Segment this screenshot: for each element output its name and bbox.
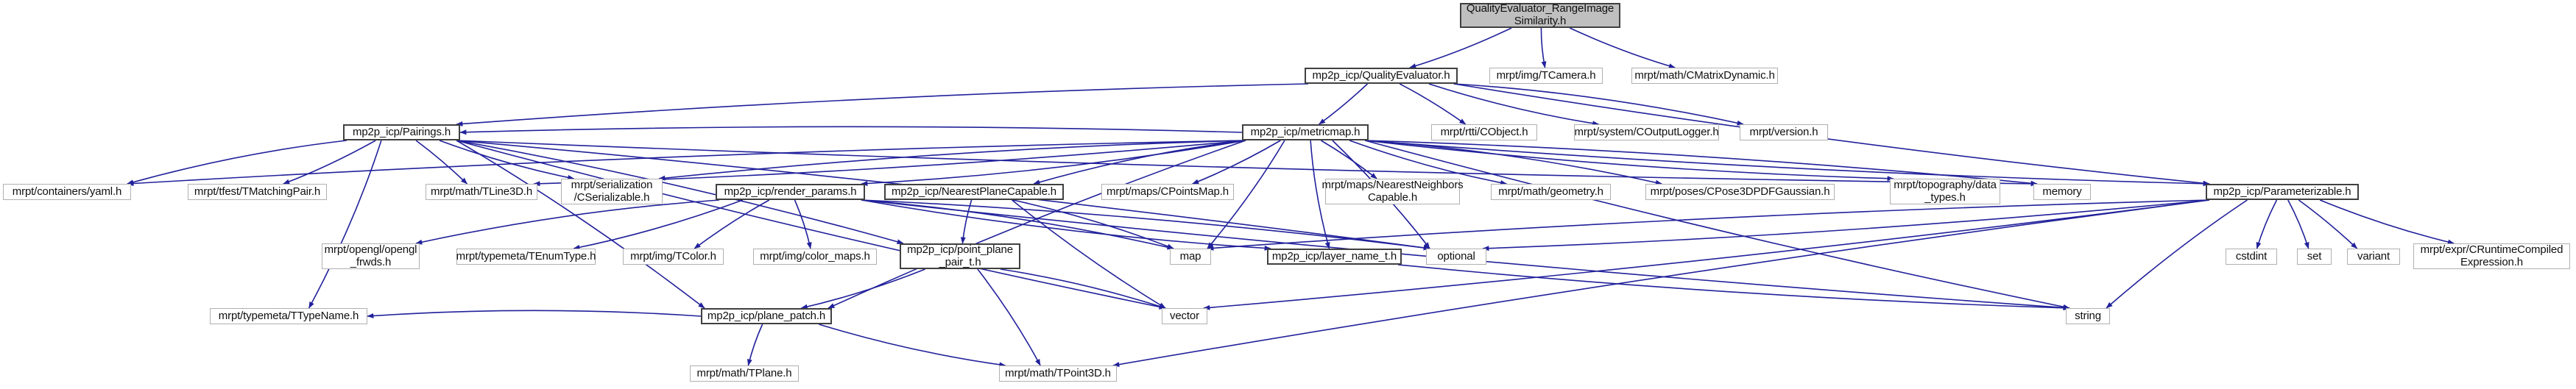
graph-node-cserializable[interactable]: mrpt/serialization /CSerializable.h (561, 179, 663, 204)
edge-metricmap-to-yaml (127, 140, 1246, 186)
graph-node-geometry[interactable]: mrpt/math/geometry.h (1491, 184, 1611, 200)
edge-render_params-to-color_maps (794, 199, 812, 249)
edge-metricmap-to-memory (1364, 140, 2038, 186)
edge-parameterizable-to-set (2287, 199, 2309, 249)
graph-node-planepatch[interactable]: mp2p_icp/plane_patch.h (701, 308, 832, 324)
graph-node-cpose3dpdfg[interactable]: mrpt/poses/CPose3DPDFGaussian.h (1645, 184, 1835, 200)
edge-metricmap-to-parameterizable (1364, 140, 2210, 187)
edge-metricmap-to-nearestneighbor (1320, 140, 1377, 179)
graph-node-cruntimeexpr[interactable]: mrpt/expr/CRuntimeCompiled Expression.h (2413, 243, 2570, 269)
edge-qualityeval-to-pairings (456, 83, 1309, 126)
graph-node-qualityeval[interactable]: mp2p_icp/QualityEvaluator.h (1305, 68, 1458, 84)
edge-nearestplane-to-pointplane (960, 199, 973, 244)
edge-nearestplane-to-vector (1011, 199, 1166, 309)
graph-node-tenumtype[interactable]: mrpt/typemeta/TEnumType.h (456, 249, 596, 265)
edge-metricmap-to-cpose3dpdfg (1364, 140, 1662, 185)
graph-node-root[interactable]: QualityEvaluator_RangeImage Similarity.h (1460, 2, 1620, 28)
edge-parameterizable-to-optional (1482, 199, 2210, 251)
edge-parameterizable-to-cruntimeexpr (2319, 199, 2455, 245)
graph-node-cmatrixdyn[interactable]: mrpt/math/CMatrixDynamic.h (1631, 68, 1778, 84)
edge-parameterizable-to-tpoint3d (1112, 199, 2210, 368)
edge-pairings-to-ttypename (308, 140, 382, 309)
graph-node-memory[interactable]: memory (2033, 184, 2091, 200)
graph-node-metricmap[interactable]: mp2p_icp/metricmap.h (1242, 124, 1369, 140)
edge-metricmap-to-tline3d (533, 140, 1246, 187)
graph-node-ttypename[interactable]: mrpt/typemeta/TTypeName.h (210, 308, 367, 324)
graph-node-coutputlogger[interactable]: mrpt/system/COutputLogger.h (1574, 124, 1719, 140)
graph-node-cpointsmap[interactable]: mrpt/maps/CPointsMap.h (1101, 184, 1234, 200)
edge-pairings-to-vector (456, 140, 1166, 310)
edge-root-to-cmatrixdyn (1569, 27, 1676, 69)
graph-node-openglfrwds[interactable]: mrpt/opengl/opengl _frwds.h (322, 243, 420, 269)
edge-parameterizable-to-cstdint (2256, 199, 2278, 249)
graph-node-yaml[interactable]: mrpt/containers/yaml.h (3, 184, 131, 200)
graph-node-parameterizable[interactable]: mp2p_icp/Parameterizable.h (2206, 184, 2359, 200)
edge-parameterizable-to-map (1207, 199, 2210, 251)
graph-node-color_maps[interactable]: mrpt/img/color_maps.h (753, 249, 877, 265)
edge-qualityeval-to-metricmap (1319, 83, 1369, 125)
graph-node-cstdint[interactable]: cstdint (2226, 249, 2277, 265)
edge-pointplane-to-tpoint3d (977, 268, 1041, 366)
graph-node-layername[interactable]: mp2p_icp/layer_name_t.h (1267, 249, 1402, 265)
edge-root-to-qualityeval (1409, 27, 1512, 68)
edge-metricmap-to-geometry (1349, 140, 1508, 185)
graph-node-pairings[interactable]: mp2p_icp/Pairings.h (343, 124, 460, 140)
edge-planepatch-to-ttypename (367, 310, 702, 318)
graph-node-topodata[interactable]: mrpt/topography/data _types.h (1890, 179, 2000, 204)
edge-render_params-to-optional (861, 199, 1430, 251)
edge-metricmap-to-string (1364, 140, 2070, 310)
graph-node-cobject[interactable]: mrpt/rtti/CObject.h (1431, 124, 1537, 140)
edge-pairings-to-yaml (127, 140, 347, 185)
edge-pairings-to-tmatchingpair (283, 140, 376, 185)
graph-node-nearestneighbor[interactable]: mrpt/maps/NearestNeighbors Capable.h (1321, 178, 1464, 204)
graph-node-optional[interactable]: optional (1426, 249, 1486, 265)
edge-render_params-to-openglfrwds (415, 199, 720, 245)
edge-root-to-tcamera (1540, 27, 1547, 68)
edge-render_params-to-tenumtype (573, 199, 744, 250)
edge-pairings-to-memory (456, 140, 2038, 187)
edge-metricmap-to-render_params (861, 140, 1246, 187)
edge-planepatch-to-tpoint3d (819, 324, 1006, 368)
edge-parameterizable-to-variant (2298, 199, 2358, 249)
edge-qualityeval-to-coutputlogger (1428, 83, 1600, 126)
edge-nearestplane-to-map (1012, 199, 1174, 249)
graph-node-render_params[interactable]: mp2p_icp/render_params.h (716, 184, 865, 200)
edge-qualityeval-to-parameterizable (1453, 83, 2210, 186)
edge-metricmap-to-topodata (1364, 140, 1894, 182)
graph-node-tline3d[interactable]: mrpt/math/TLine3D.h (426, 184, 537, 200)
edge-pairings-to-tline3d (415, 140, 468, 185)
graph-node-set[interactable]: set (2297, 249, 2332, 265)
graph-node-variant[interactable]: variant (2347, 249, 2400, 265)
edge-metricmap-to-pairings (459, 126, 1243, 135)
edge-qualityeval-to-version (1453, 83, 1744, 126)
edge-pairings-to-planepatch (456, 140, 705, 309)
edge-metricmap-to-cserializable (658, 140, 1246, 181)
graph-node-version[interactable]: mrpt/version.h (1740, 124, 1828, 140)
edge-metricmap-to-nearestplane (1033, 140, 1246, 185)
graph-node-nearestplane[interactable]: mp2p_icp/NearestPlaneCapable.h (884, 184, 1064, 200)
graph-node-tcamera[interactable]: mrpt/img/TCamera.h (1489, 68, 1603, 84)
edge-pairings-to-cserializable (439, 140, 575, 180)
edge-metricmap-to-planepatch (828, 140, 1246, 309)
graph-node-tplane[interactable]: mrpt/math/TPlane.h (690, 365, 799, 382)
graph-node-tmatchingpair[interactable]: mrpt/tfest/TMatchingPair.h (188, 184, 327, 200)
graph-node-vector[interactable]: vector (1162, 308, 1207, 324)
edge-qualityeval-to-cobject (1399, 83, 1467, 125)
edge-render_params-to-map (861, 199, 1174, 250)
edge-pointplane-to-vector (1000, 268, 1166, 309)
edge-metricmap-to-cpointsmap (1192, 140, 1281, 185)
edge-pointplane-to-planepatch (800, 268, 925, 310)
edge-render_params-to-layername (861, 199, 1271, 251)
graph-node-pointplane[interactable]: mp2p_icp/point_plane _pair_t.h (900, 243, 1020, 269)
edge-render_params-to-tcolor (694, 199, 770, 249)
edge-planepatch-to-tplane (747, 324, 763, 366)
graph-node-map[interactable]: map (1170, 249, 1211, 265)
graph-node-string[interactable]: string (2066, 308, 2110, 324)
graph-node-tpoint3d[interactable]: mrpt/math/TPoint3D.h (999, 365, 1117, 382)
graph-node-tcolor[interactable]: mrpt/img/TColor.h (623, 249, 724, 265)
edge-layername-to-string (1397, 264, 2070, 311)
